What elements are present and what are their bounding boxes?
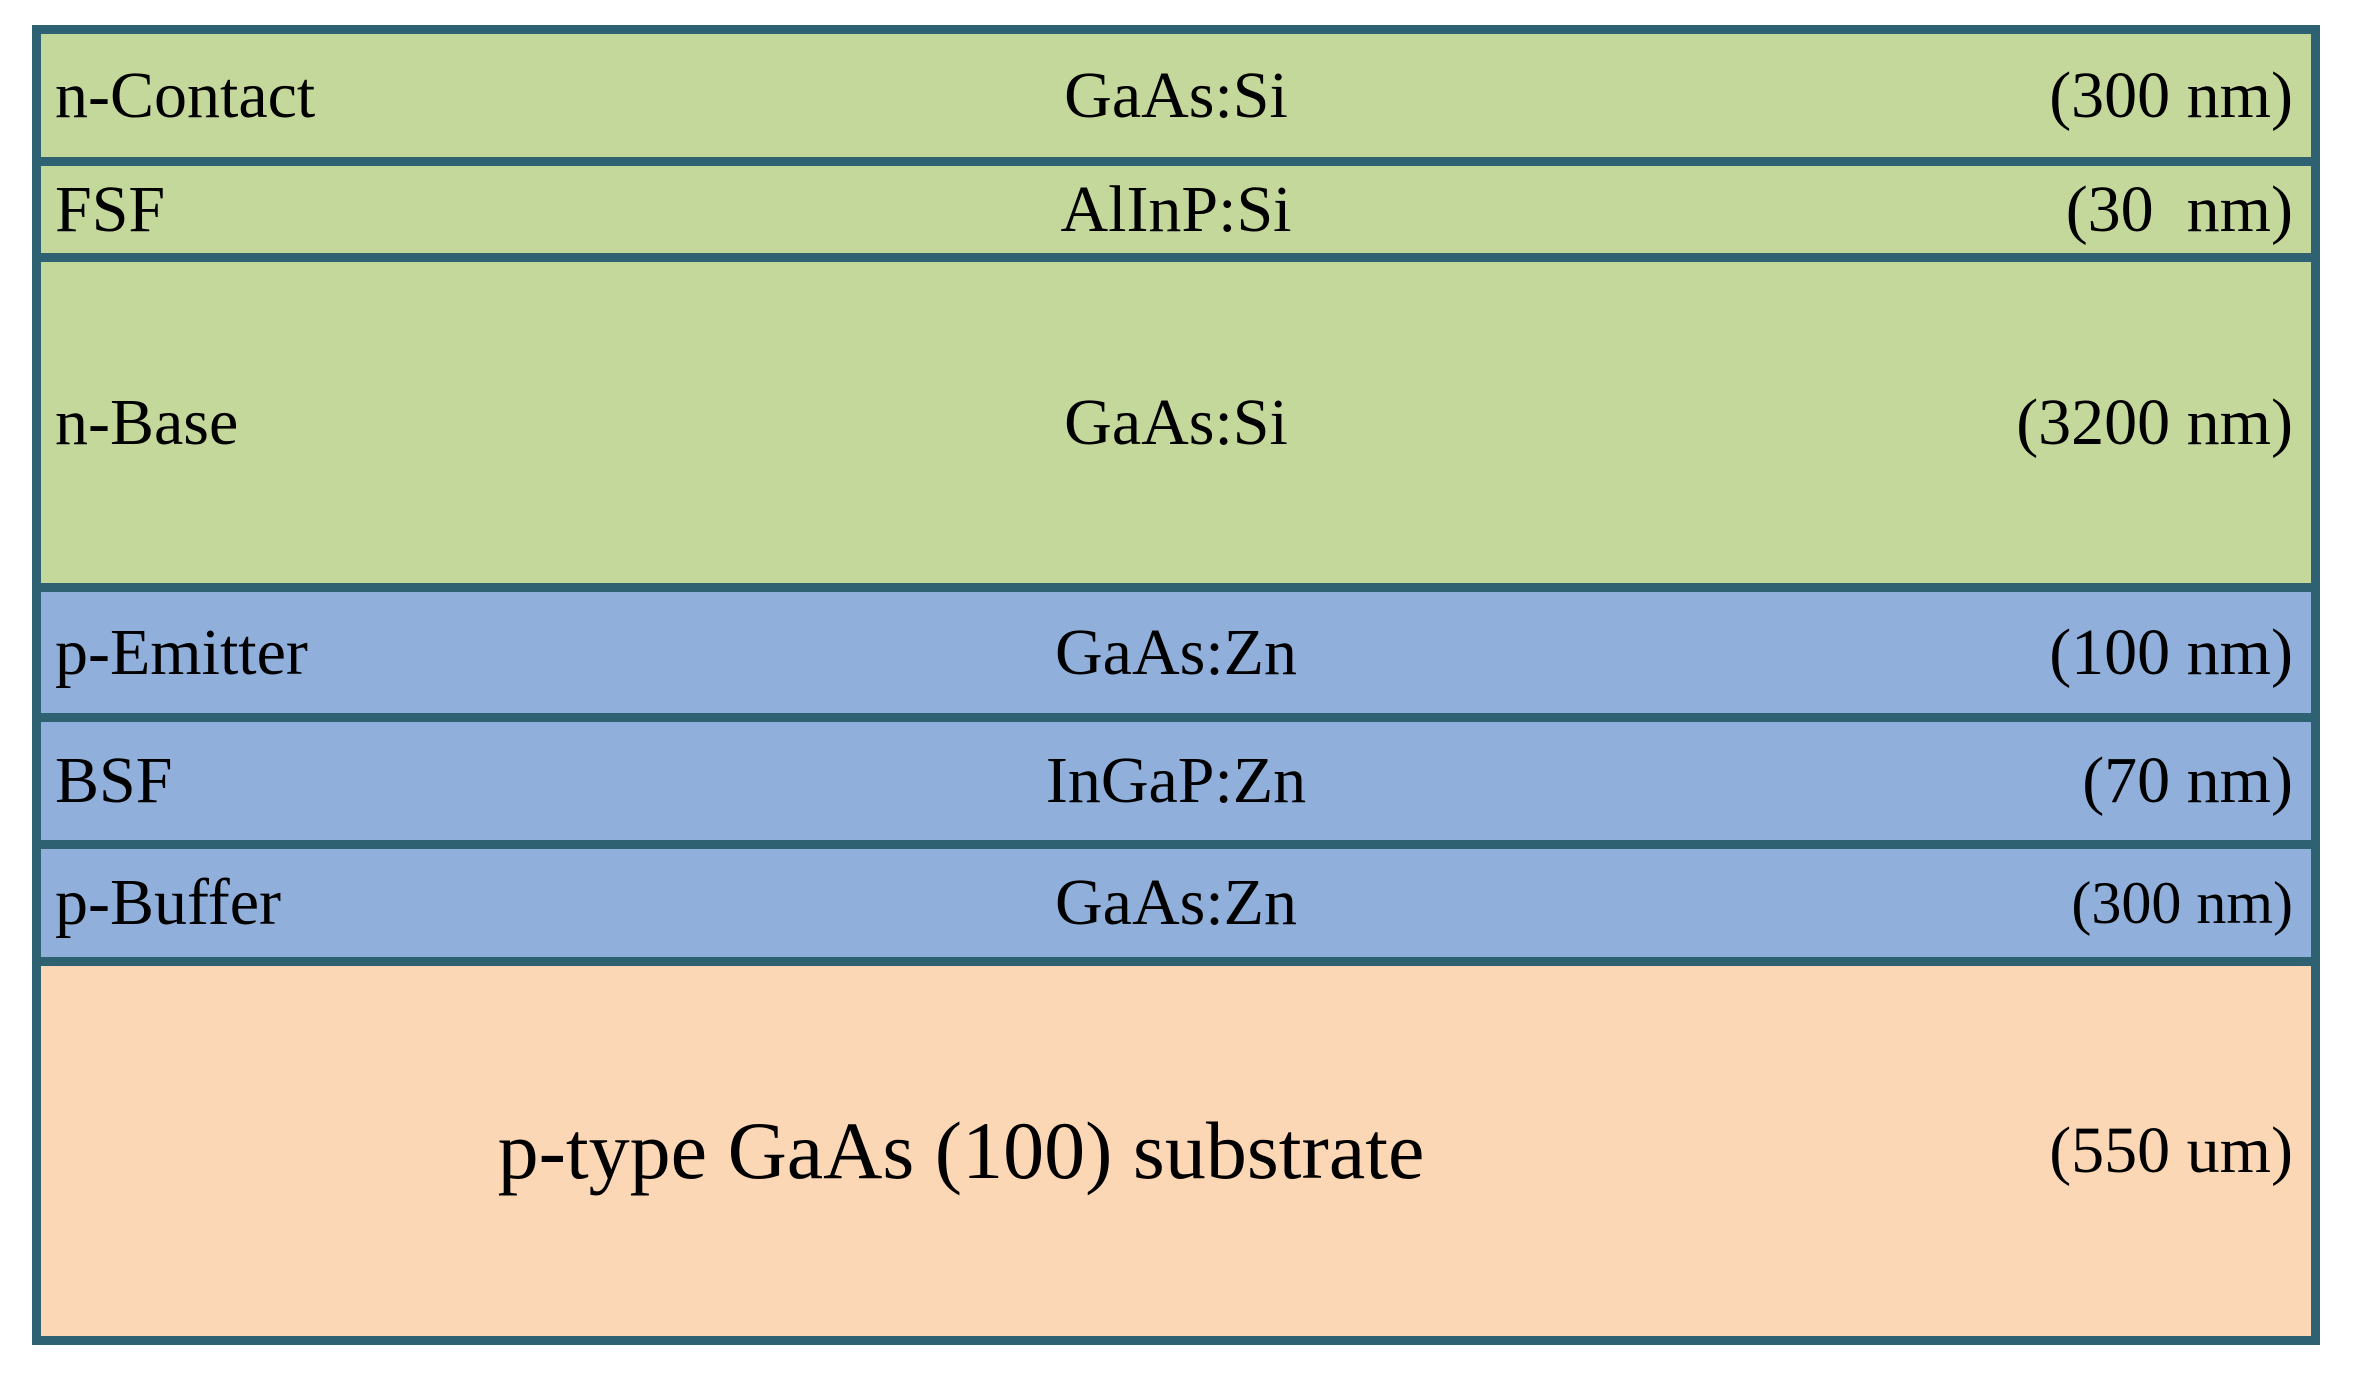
layer-row-substrate: p-type GaAs (100) substrate (550 um) [41, 966, 2311, 1336]
layer-material-n-base: GaAs:Si [1064, 385, 1288, 459]
layer-material-fsf: AlInP:Si [1060, 172, 1292, 246]
layer-material-p-emitter: GaAs:Zn [1055, 615, 1297, 689]
layer-row-bsf: BSF InGaP:Zn (70 nm) [41, 722, 2311, 849]
layer-stack-diagram: n-Contact GaAs:Si (300 nm) FSF AlInP:Si … [32, 25, 2320, 1345]
layer-name-substrate: p-type GaAs (100) substrate [497, 1105, 1425, 1196]
layer-row-p-buffer: p-Buffer GaAs:Zn (300 nm) [41, 849, 2311, 966]
layer-name-n-base: n-Base [55, 385, 239, 459]
layer-name-p-buffer: p-Buffer [55, 866, 282, 939]
layer-material-bsf: InGaP:Zn [1045, 744, 1307, 817]
layer-name-n-contact: n-Contact [55, 58, 316, 132]
layer-row-n-contact: n-Contact GaAs:Si (300 nm) [41, 34, 2311, 166]
layer-material-n-contact: GaAs:Si [1064, 58, 1288, 132]
layer-name-p-emitter: p-Emitter [55, 615, 308, 689]
layer-thickness-bsf: (70 nm) [2082, 744, 2293, 817]
layer-thickness-p-buffer: (300 nm) [2071, 870, 2293, 936]
layer-material-p-buffer: GaAs:Zn [1055, 866, 1297, 939]
layer-row-fsf: FSF AlInP:Si (30 nm) [41, 166, 2311, 262]
layer-name-fsf: FSF [55, 172, 166, 246]
layer-thickness-n-base: (3200 nm) [2016, 385, 2293, 459]
layer-row-n-base: n-Base GaAs:Si (3200 nm) [41, 262, 2311, 592]
layer-name-bsf: BSF [55, 744, 173, 817]
layer-thickness-n-contact: (300 nm) [2049, 58, 2293, 132]
layer-thickness-substrate: (550 um) [2049, 1114, 2293, 1187]
layer-thickness-p-emitter: (100 nm) [2049, 615, 2293, 689]
layer-row-p-emitter: p-Emitter GaAs:Zn (100 nm) [41, 592, 2311, 722]
layer-thickness-fsf: (30 nm) [2065, 172, 2293, 246]
